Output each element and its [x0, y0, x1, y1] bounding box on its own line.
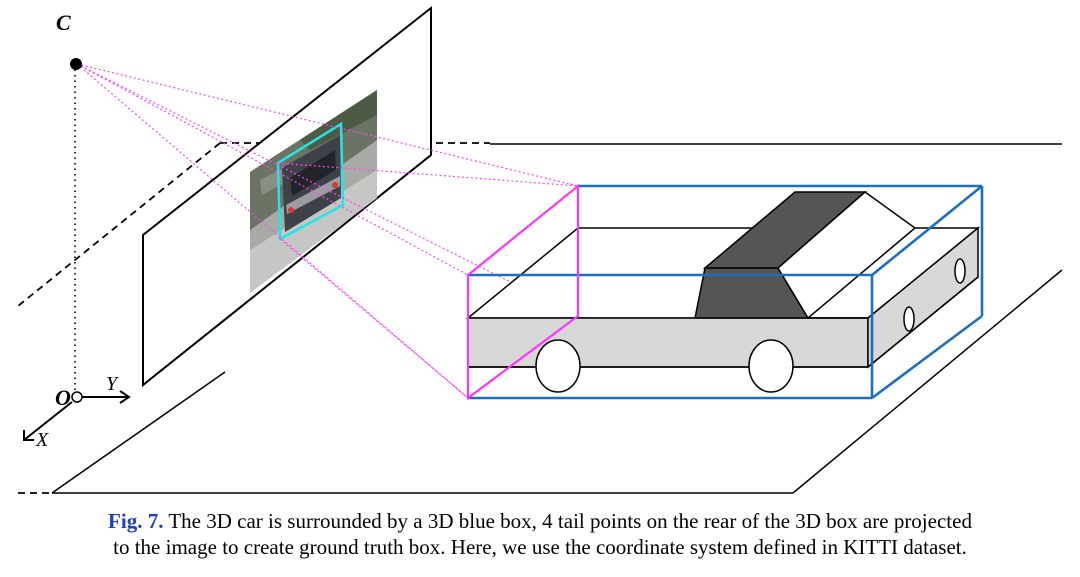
ground-plane: [51, 143, 1063, 494]
figure-caption: Fig. 7. The 3D car is surrounded by a 3D…: [0, 508, 1080, 560]
caption-line-1: Fig. 7. The 3D car is surrounded by a 3D…: [0, 508, 1080, 534]
x-axis-arrow: [23, 401, 73, 441]
x-axis-label: X: [35, 429, 49, 451]
3d-bounding-box: [468, 184, 984, 400]
origin-point: [71, 391, 83, 403]
car-windshield: [777, 191, 917, 320]
car: [465, 191, 981, 393]
3d-box-tail-face: [466, 183, 580, 401]
y-axis-arrowhead: [119, 390, 131, 404]
image-ground-truth-box: [276, 121, 345, 242]
car-side-body: [467, 317, 869, 368]
car-far-wheel-2: [954, 258, 966, 284]
caption-text-line-1: The 3D car is surrounded by a 3D blue bo…: [168, 509, 972, 533]
car-rear-wheel: [535, 339, 581, 393]
car-far-wheel-1: [903, 306, 915, 332]
camera-center-label: C: [56, 10, 71, 35]
y-axis-label: Y: [106, 373, 119, 395]
projection-lines: [76, 63, 579, 399]
figure-label: Fig. 7.: [108, 509, 164, 533]
camera-center-point: [70, 58, 82, 70]
origin-label: O: [55, 385, 71, 410]
car-front-wheel: [748, 339, 794, 393]
camera-image: [250, 90, 377, 293]
caption-line-2: to the image to create ground truth box.…: [113, 535, 967, 559]
x-axis-arrowhead: [23, 430, 34, 441]
